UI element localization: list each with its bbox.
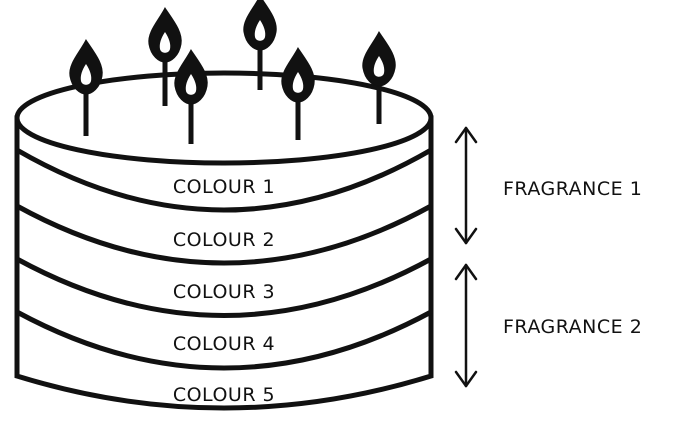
fragrance-label-2: FRAGRANCE 2 bbox=[503, 316, 642, 338]
layer-labels: COLOUR 1 COLOUR 2 COLOUR 3 COLOUR 4 COLO… bbox=[173, 176, 275, 406]
candle bbox=[148, 7, 182, 106]
candle bbox=[243, 0, 277, 90]
layer-label-1: COLOUR 1 bbox=[173, 176, 275, 198]
layer-divider-4 bbox=[15, 309, 433, 371]
fragrance-label-1: FRAGRANCE 1 bbox=[503, 178, 642, 200]
fragrance-arrows bbox=[454, 126, 478, 388]
fragrance-2-arrow bbox=[454, 263, 478, 388]
candle bbox=[69, 39, 103, 136]
candle bbox=[281, 47, 315, 140]
layer-label-3: COLOUR 3 bbox=[173, 281, 275, 303]
candles bbox=[69, 0, 396, 144]
fragrance-labels: FRAGRANCE 1 FRAGRANCE 2 bbox=[503, 178, 642, 338]
layer-label-5: COLOUR 5 bbox=[173, 384, 275, 406]
layer-label-2: COLOUR 2 bbox=[173, 229, 275, 251]
candle bbox=[362, 31, 396, 124]
candle bbox=[174, 49, 208, 144]
layer-label-4: COLOUR 4 bbox=[173, 333, 275, 355]
cake-top bbox=[14, 70, 434, 166]
layer-divider-3 bbox=[15, 256, 433, 318]
layer-divider-1 bbox=[15, 147, 433, 213]
fragrance-1-arrow bbox=[454, 126, 478, 245]
layer-divider-2 bbox=[15, 203, 433, 266]
cake-body bbox=[14, 70, 434, 411]
